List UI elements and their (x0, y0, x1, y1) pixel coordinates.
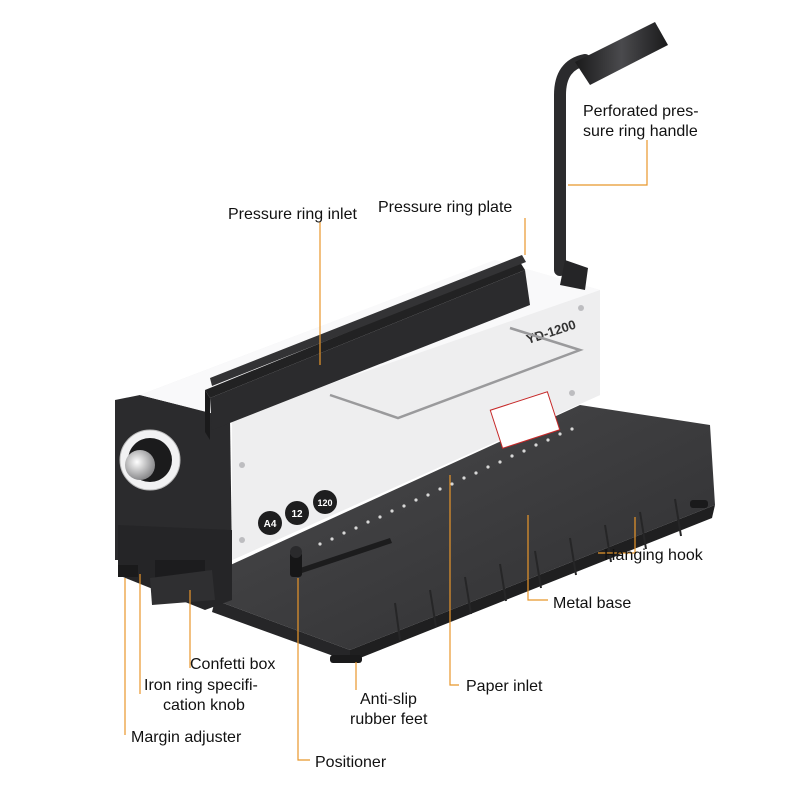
badge-a4: A4 (264, 519, 277, 530)
margin-adjuster (118, 565, 138, 577)
label-positioner: Positioner (315, 754, 387, 771)
label-feet-line1: Anti-slip (360, 691, 417, 708)
iron-ring-knob (119, 429, 181, 491)
badge-12: 12 (291, 509, 303, 520)
label-feet-line2: rubber feet (350, 711, 428, 728)
label-hanging-hook: Hanging hook (604, 547, 703, 564)
spec-badges: A4 12 120 (258, 490, 337, 535)
label-ring-inlet: Pressure ring inlet (228, 206, 357, 223)
label-ring-plate: Pressure ring plate (378, 199, 513, 216)
label-confetti-box: Confetti box (190, 656, 276, 673)
label-knob-line2: cation knob (163, 697, 245, 714)
label-metal-base: Metal base (553, 595, 632, 612)
badge-120: 120 (317, 498, 332, 508)
positioner (290, 546, 302, 577)
label-knob-line1: Iron ring specifi- (144, 677, 258, 694)
label-handle-line1: Perforated pres- (583, 103, 699, 120)
pressure-ring-plate (205, 255, 530, 440)
leader-lines (124, 140, 648, 761)
label-margin-adjuster: Margin adjuster (131, 729, 242, 746)
label-paper-inlet: Paper inlet (466, 678, 543, 695)
metal-base (212, 405, 715, 662)
label-handle-line2: sure ring handle (583, 123, 698, 140)
wire-stand (329, 326, 584, 420)
rubber-feet (330, 500, 708, 663)
pressure-ring-handle (554, 22, 668, 290)
